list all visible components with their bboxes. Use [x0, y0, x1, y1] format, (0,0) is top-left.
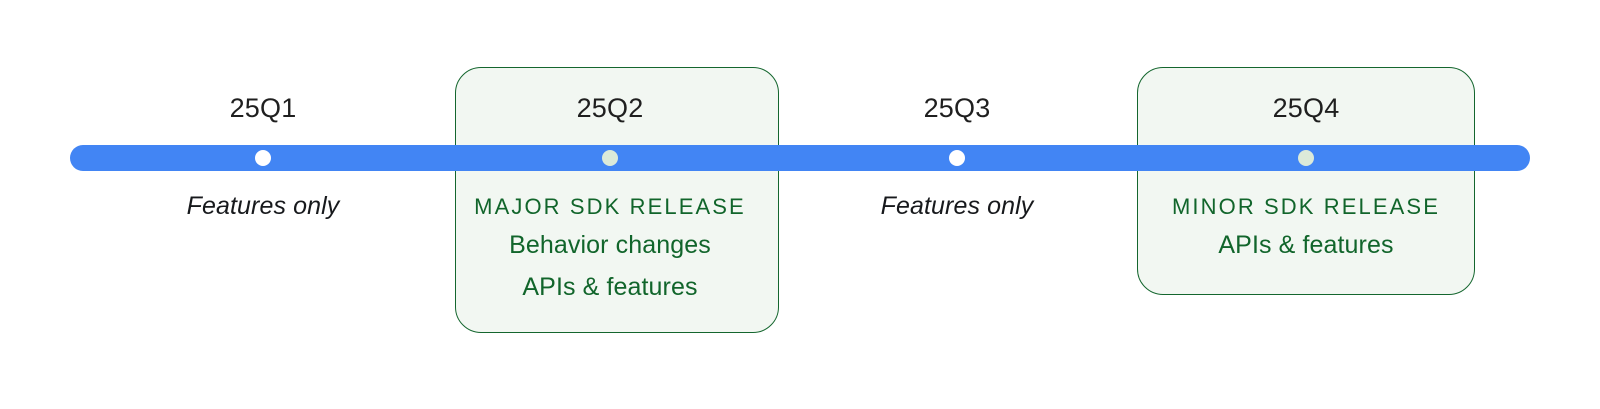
plain-dot-icon [949, 150, 965, 166]
quarter-note-25q2-1: APIs & features [522, 273, 698, 301]
quarter-note-25q1-0: Features only [186, 192, 340, 220]
quarter-notes-25q4: MINOR SDK RELEASE APIs & features [1136, 189, 1476, 266]
quarter-notes-25q1: Features only [93, 189, 433, 223]
quarter-note-25q3-0: Features only [880, 192, 1034, 220]
quarter-notes-25q2: MAJOR SDK RELEASE Behavior changes APIs … [440, 189, 780, 308]
release-eyebrow-25q4: MINOR SDK RELEASE [1172, 194, 1440, 219]
quarter-highlight-card-25q4 [1137, 67, 1475, 295]
timeline-column-25q3: 25Q3 Features only [787, 0, 1127, 409]
timeline-column-25q1: 25Q1 Features only [93, 0, 433, 409]
release-dot-icon [602, 150, 618, 166]
quarter-label-25q3: 25Q3 [923, 93, 991, 123]
quarter-highlight-card-25q2 [455, 67, 779, 333]
release-dot-icon [1298, 150, 1314, 166]
plain-dot-icon [255, 150, 271, 166]
quarter-label-25q1: 25Q1 [229, 93, 297, 123]
timeline-column-25q4: 25Q4 MINOR SDK RELEASE APIs & features [1136, 0, 1476, 409]
timeline-bar [70, 145, 1530, 171]
quarter-note-25q2-0: Behavior changes [509, 231, 711, 259]
quarter-label-25q2: 25Q2 [576, 93, 644, 123]
timeline-column-25q2: 25Q2 MAJOR SDK RELEASE Behavior changes … [440, 0, 780, 409]
release-eyebrow-25q2: MAJOR SDK RELEASE [474, 194, 746, 219]
quarter-note-25q4-0: APIs & features [1218, 231, 1394, 259]
quarter-notes-25q3: Features only [787, 189, 1127, 223]
quarter-label-25q4: 25Q4 [1272, 93, 1340, 123]
